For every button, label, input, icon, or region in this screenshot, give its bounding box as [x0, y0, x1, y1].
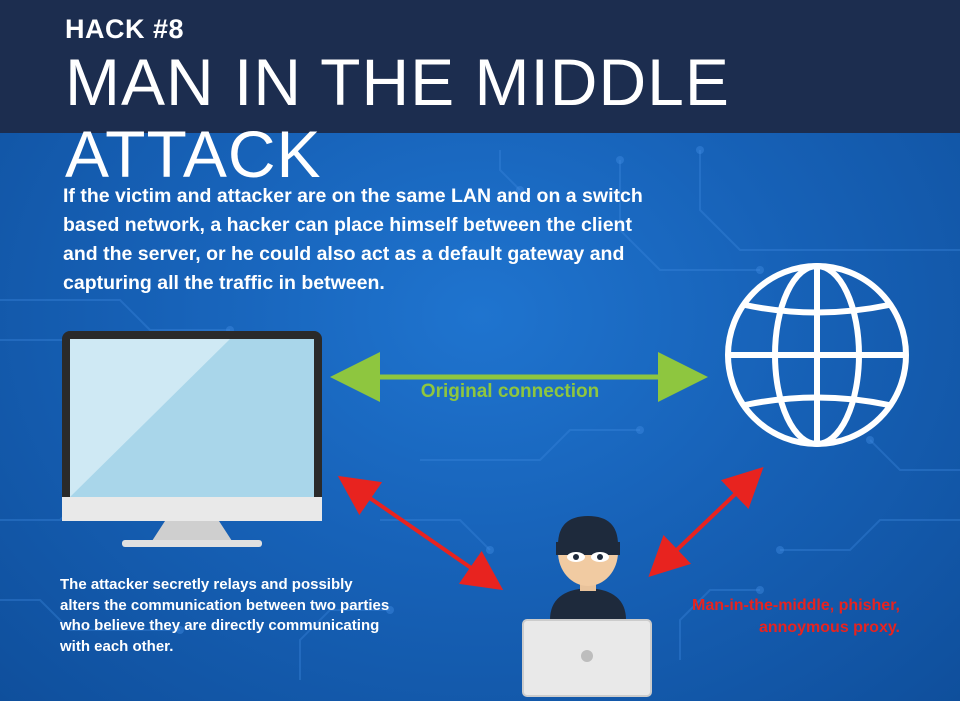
masked-hacker-icon: [522, 516, 652, 697]
client-attacker-arrow: [337, 475, 504, 591]
hack-number-label: HACK #8: [65, 14, 185, 44]
attack-description: The attacker secretly relays and possibl…: [60, 576, 390, 655]
globe-icon: [725, 263, 909, 447]
intro-paragraph: If the victim and attacker are on the sa…: [63, 185, 643, 294]
original-connection-label: Original connection: [420, 381, 600, 402]
attacker-label: Man-in-the-middle, phisher, annoymous pr…: [691, 597, 900, 636]
desktop-monitor-icon: [62, 331, 322, 547]
page-title: MAN IN THE MIDDLE ATTACK: [65, 45, 730, 191]
header-banner: HACK #8 MAN IN THE MIDDLE ATTACK: [0, 0, 960, 190]
attacker-server-arrow: [648, 466, 764, 578]
